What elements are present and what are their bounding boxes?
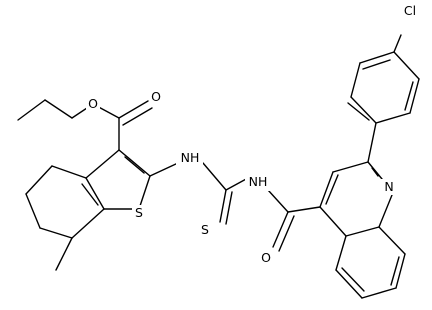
bond xyxy=(124,156,145,174)
bond xyxy=(319,206,347,237)
bond xyxy=(118,100,149,119)
bond xyxy=(17,99,46,121)
bond xyxy=(51,165,87,179)
bond xyxy=(375,112,411,124)
bond xyxy=(138,175,151,210)
bond xyxy=(350,96,377,124)
bond xyxy=(347,102,370,121)
label-mask xyxy=(176,149,203,167)
bond xyxy=(341,267,365,292)
bond xyxy=(225,191,233,225)
bond xyxy=(359,51,395,64)
bond xyxy=(367,161,383,180)
bond xyxy=(404,81,414,111)
label-mask xyxy=(259,250,273,266)
bond xyxy=(39,227,73,239)
bond xyxy=(25,193,41,229)
atom-label-o-amide: O xyxy=(261,250,271,265)
bond xyxy=(122,107,153,126)
bond xyxy=(272,211,289,248)
atom-label-n-quinoline: N xyxy=(384,179,393,194)
atom-label-layer: O O S NH NH S O N Cl xyxy=(86,2,421,266)
atom-label-o-ether: O xyxy=(88,96,98,111)
bond xyxy=(371,167,379,177)
label-mask xyxy=(245,173,272,191)
label-mask xyxy=(86,96,100,112)
bond xyxy=(335,235,347,271)
bond xyxy=(332,161,369,173)
bond xyxy=(202,162,227,191)
label-mask xyxy=(198,222,212,238)
bond xyxy=(319,171,334,208)
atom-label-s-thiocarbonyl: S xyxy=(201,222,209,237)
bond xyxy=(81,183,99,206)
bond xyxy=(25,165,53,195)
bond xyxy=(55,237,73,271)
bond xyxy=(395,253,406,289)
atom-label-nh-2: NH xyxy=(249,174,268,189)
label-mask xyxy=(381,179,397,195)
bond xyxy=(118,149,151,177)
bond xyxy=(219,189,227,223)
bond-layer xyxy=(17,34,420,299)
bond xyxy=(378,194,393,228)
bond xyxy=(287,206,321,213)
bond xyxy=(409,78,420,114)
atom-label-o-ester: O xyxy=(151,89,161,104)
bond xyxy=(149,162,179,177)
label-mask xyxy=(399,2,421,20)
bond xyxy=(393,34,402,53)
bond xyxy=(278,215,295,252)
atom-label-s-thiophene: S xyxy=(135,205,143,220)
bond xyxy=(267,189,289,213)
label-mask xyxy=(132,205,146,221)
bond xyxy=(335,269,363,299)
atom-label-nh-1: NH xyxy=(181,150,200,165)
bond xyxy=(367,122,377,163)
bond xyxy=(225,177,249,191)
bond xyxy=(350,62,361,98)
bond xyxy=(85,177,105,210)
bond xyxy=(85,149,120,179)
bond xyxy=(44,99,73,119)
bond xyxy=(362,59,391,70)
bond xyxy=(325,174,339,205)
bond xyxy=(71,208,105,239)
label-mask xyxy=(149,89,163,105)
bond xyxy=(378,226,406,255)
bond xyxy=(390,256,400,286)
bond xyxy=(361,287,397,299)
bond xyxy=(393,51,420,80)
bond xyxy=(345,226,380,237)
atom-label-cl: Cl xyxy=(404,3,416,18)
